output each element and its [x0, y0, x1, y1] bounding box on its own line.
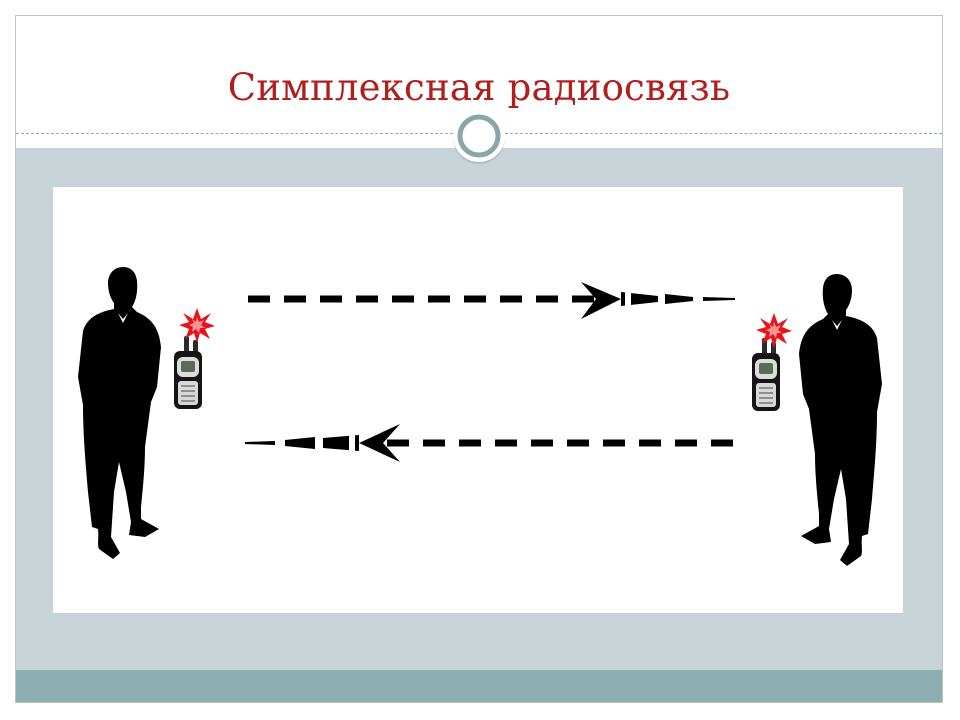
slide-title: Симплексная радиосвязь — [227, 66, 731, 109]
bottom-band — [16, 670, 942, 702]
arrow-left-dashed-icon — [245, 424, 733, 462]
right-signal-burst-icon — [756, 313, 792, 348]
ring-ornament-icon — [453, 110, 505, 164]
left-person-silhouette-icon — [78, 267, 161, 559]
arrow-right-dashed-icon — [248, 282, 735, 319]
diagram-canvas — [53, 187, 903, 613]
right-person-silhouette-icon — [799, 274, 882, 566]
left-walkie-talkie-icon — [173, 335, 203, 410]
right-walkie-talkie-icon — [751, 337, 781, 412]
